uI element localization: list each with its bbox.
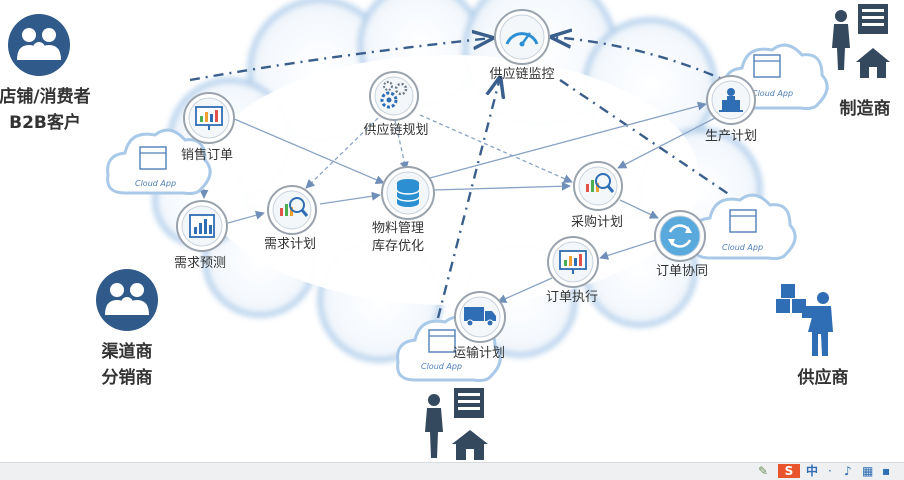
process-links (199, 101, 716, 303)
node-supply-plan[interactable]: 供应链规划 (363, 71, 429, 138)
building-icon (858, 4, 888, 34)
label-demand-plan: 需求计划 (264, 237, 316, 252)
link-production-procure (617, 117, 716, 169)
link-procure-collab (619, 199, 659, 219)
factory-worker-icon (719, 88, 743, 112)
magnifier-chart-icon (280, 197, 309, 217)
label-transport-plan: 运输计划 (453, 345, 505, 361)
magnifier-chart-icon (586, 173, 615, 193)
truck-icon (464, 307, 496, 327)
link-exec-transport (497, 277, 553, 303)
link-material-production (429, 101, 707, 179)
label-order-collab: 订单协同 (656, 264, 708, 279)
label-production-plan: 生产计划 (705, 129, 757, 144)
label-supply-plan: 供应链规划 (363, 122, 428, 138)
actor-bottom-stakeholder (425, 388, 488, 460)
gauge-icon (505, 32, 539, 47)
label-sales-order: 销售订单 (181, 147, 233, 163)
monitor-chart-icon (559, 250, 587, 274)
link-plan-demand (305, 117, 379, 189)
node-demand-plan[interactable]: 需求计划 (264, 185, 317, 252)
building-icon (454, 388, 484, 418)
node-order-exec[interactable]: 订单执行 (546, 236, 599, 305)
link-transport-monitor (436, 78, 500, 319)
link-forecast-demand (227, 210, 265, 224)
actor-channel-distributor: 渠道商 分销商 (96, 269, 158, 388)
monitor-chart-icon (195, 106, 223, 130)
link-sales-material (231, 117, 385, 184)
label-b2b-customer: B2B客户 (9, 112, 81, 133)
label-demand-forecast: 需求预测 (174, 256, 226, 271)
cloud-app-label: Cloud App (135, 179, 176, 188)
cloud-app-right[interactable]: Cloud App (691, 193, 797, 260)
node-procurement-plan[interactable]: 采购计划 (571, 161, 623, 230)
link-collab-exec (599, 239, 657, 260)
node-sales-order[interactable]: 销售订单 (181, 92, 235, 163)
punctuation-icon[interactable]: · (828, 464, 832, 478)
house-icon (452, 430, 488, 460)
house-icon (856, 48, 890, 78)
node-order-collab[interactable]: 订单协同 (654, 210, 708, 279)
monitor-links (189, 37, 736, 319)
label-channel: 渠道商 (101, 341, 153, 362)
language-indicator[interactable]: 中 (806, 464, 819, 478)
leaf-icon[interactable]: ✎ (758, 464, 769, 478)
settings-icon[interactable]: ▪ (882, 464, 891, 478)
database-icon (396, 179, 420, 207)
link-monitor-collab (559, 79, 731, 196)
cloud-app-label: Cloud App (421, 362, 462, 371)
label-inventory-opt: 库存优化 (372, 238, 424, 254)
person-icon (832, 10, 850, 70)
worker-carrying-icon (802, 292, 833, 356)
node-demand-forecast[interactable]: 需求预测 (174, 200, 228, 271)
gears-icon (380, 81, 408, 109)
actor-manufacturer: 制造商 (832, 4, 891, 119)
link-plan-material (394, 119, 409, 171)
node-production-plan[interactable]: 生产计划 (705, 75, 757, 144)
input-method-icon[interactable]: S (778, 464, 800, 478)
label-procurement-plan: 采购计划 (571, 214, 623, 230)
cloud-app-label: Cloud App (752, 89, 793, 98)
cloud-app-left[interactable]: Cloud App (106, 128, 212, 195)
label-supply-monitor: 供应链监控 (489, 66, 554, 82)
mic-icon[interactable]: ♪ (844, 464, 852, 478)
link-sales-monitor (189, 38, 492, 82)
person-icon (425, 394, 443, 458)
actor-supplier: 供应商 (776, 284, 849, 388)
actor-retail-consumer: 店铺/消费者 B2B客户 (0, 14, 91, 133)
label-order-exec: 订单执行 (546, 290, 598, 305)
label-supplier: 供应商 (797, 367, 849, 388)
node-material-mgmt[interactable]: 物料管理 库存优化 (372, 166, 435, 254)
label-distributor: 分销商 (102, 367, 153, 388)
link-demand-material (319, 191, 381, 205)
link-material-procure (433, 181, 571, 191)
node-transport-plan[interactable]: 运输计划 (453, 291, 506, 361)
taskbar: ✎ S 中 · ♪ ▦ ▪ (0, 462, 904, 480)
label-manufacturer: 制造商 (840, 98, 891, 119)
people-group-icon (96, 269, 158, 331)
boxes-icon (776, 284, 806, 313)
keyboard-icon[interactable]: ▦ (862, 464, 874, 478)
node-supply-monitor[interactable]: 供应链监控 (489, 9, 555, 82)
bar-chart-icon (189, 214, 215, 238)
label-material-mgmt: 物料管理 (372, 221, 424, 236)
people-group-icon (8, 14, 70, 76)
cloud-app-label: Cloud App (722, 243, 763, 252)
sync-icon (668, 224, 692, 248)
label-retail-consumer: 店铺/消费者 (0, 86, 91, 107)
